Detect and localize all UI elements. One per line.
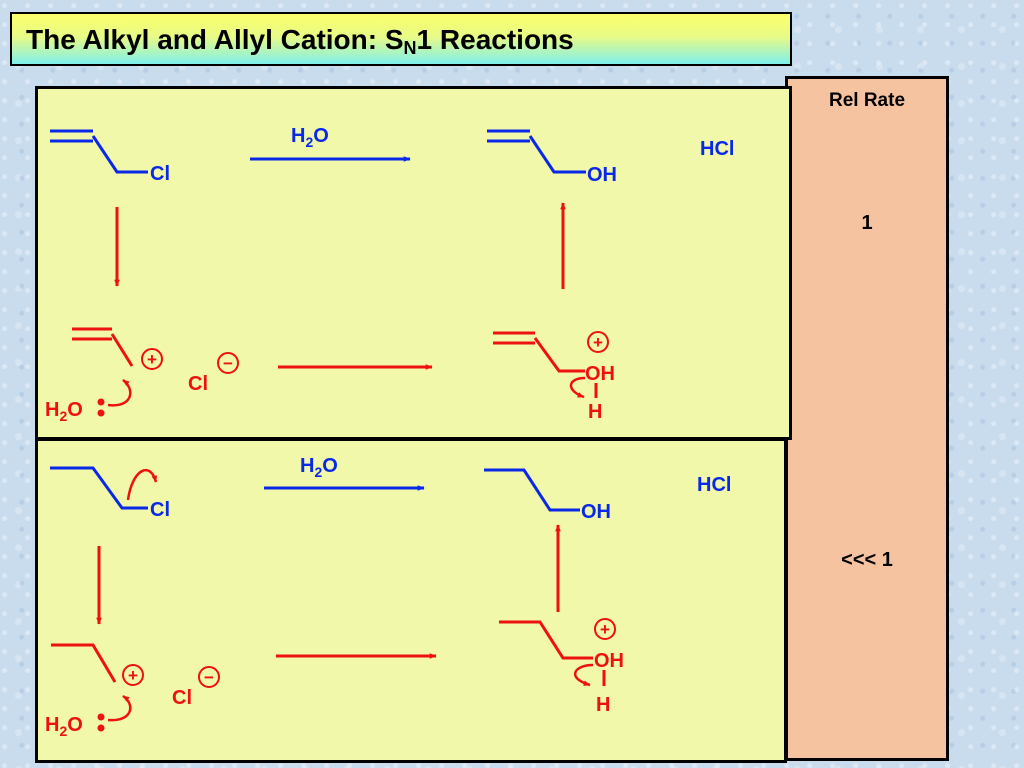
svg-text:+: + — [147, 350, 157, 369]
minus-charge-icon: − — [217, 352, 239, 374]
title-suffix: 1 Reactions — [416, 24, 574, 55]
oxonium-oh-label-top: OH — [585, 363, 615, 385]
svg-text:+: + — [600, 620, 610, 639]
rel-rate-header: Rel Rate — [828, 90, 906, 111]
rel-rate-column — [785, 76, 949, 761]
protonated-allyl-alcohol — [493, 331, 598, 398]
curved-leaving-arrow — [126, 468, 158, 501]
curved-attack-arrow-bottom — [107, 694, 132, 722]
curved-attack-arrow-top — [107, 379, 132, 407]
allyl-alcohol-oh-label: OH — [587, 164, 617, 186]
curved-deprotonation-arrow-bottom — [574, 663, 594, 687]
lone-pair-dot — [97, 398, 105, 406]
water-nucleophile-top: H2O — [45, 399, 83, 424]
propyl-chloride-cl-label: Cl — [150, 499, 170, 521]
water-reagent-label-top: H2O — [291, 125, 329, 150]
allyl-chloride-cl-label: Cl — [150, 163, 170, 185]
alkyl-rate-value: <<< 1 — [841, 549, 893, 571]
allyl-reaction-panel — [35, 86, 792, 440]
minus-charge-icon: − — [198, 666, 220, 688]
allyl-chloride — [50, 129, 148, 174]
chloride-anion-label-top: Cl — [188, 373, 208, 395]
protonated-propanol — [499, 620, 606, 686]
title-banner: The Alkyl and Allyl Cation: SN1 Reaction… — [10, 12, 792, 66]
propanol-oh-label: OH — [581, 501, 611, 523]
propyl-chloride — [50, 466, 148, 510]
allyl-rate-value: 1 — [861, 212, 873, 234]
allyl-cation — [72, 327, 134, 367]
svg-text:−: − — [223, 354, 233, 373]
water-nucleophile-bottom: H2O — [45, 714, 83, 739]
plus-charge-icon: + — [141, 348, 163, 370]
plus-charge-icon: + — [122, 664, 144, 686]
title-prefix: The Alkyl and Allyl Cation: S — [26, 24, 404, 55]
alkyl-reaction-panel — [35, 438, 787, 763]
svg-text:+: + — [593, 333, 603, 352]
chloride-anion-label-bottom: Cl — [172, 687, 192, 709]
curved-deprotonation-arrow-top — [569, 376, 586, 399]
oxonium-oh-label-bottom: OH — [594, 650, 624, 672]
title-subscript: N — [403, 38, 417, 58]
slide-title: The Alkyl and Allyl Cation: SN1 Reaction… — [26, 24, 574, 59]
allyl-alcohol — [487, 129, 586, 174]
oxonium-h-label-top: H — [588, 401, 602, 423]
propyl-cation — [51, 643, 117, 683]
svg-text:−: − — [204, 668, 214, 687]
oxonium-h-label-bottom: H — [596, 694, 610, 716]
plus-charge-icon: + — [587, 331, 609, 353]
hcl-byproduct-top: HCl — [700, 138, 734, 160]
lone-pair-dot — [97, 713, 105, 721]
lone-pair-dot — [97, 409, 105, 417]
lone-pair-dot — [97, 724, 105, 732]
hcl-byproduct-bottom: HCl — [697, 474, 731, 496]
svg-text:+: + — [128, 666, 138, 685]
propanol — [484, 468, 580, 512]
plus-charge-icon: + — [594, 618, 616, 640]
water-reagent-label-bottom: H2O — [300, 455, 338, 480]
